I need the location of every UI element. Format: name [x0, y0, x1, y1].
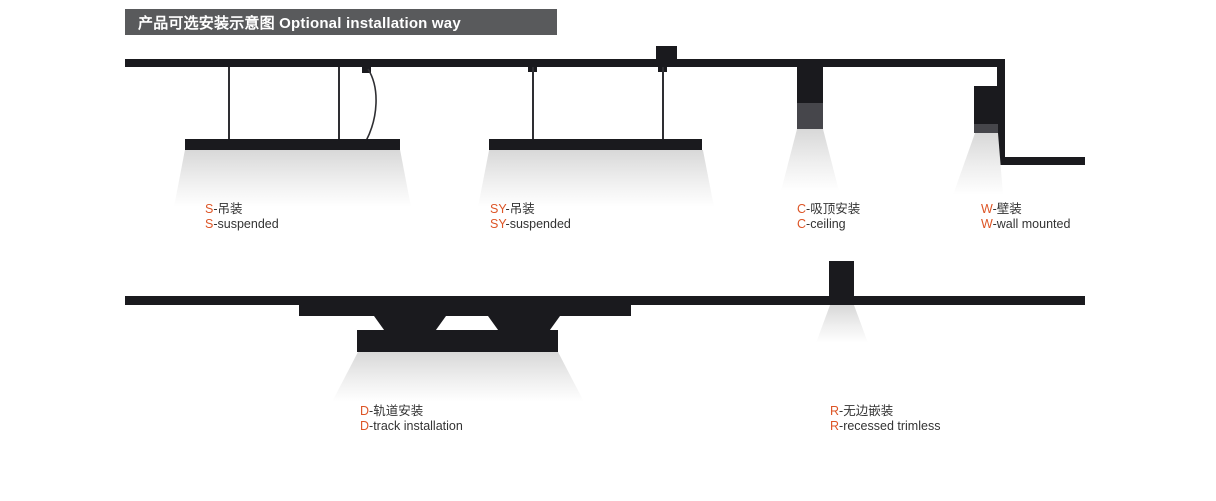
d-light-beam [332, 352, 584, 402]
label-text-en: -wall mounted [992, 217, 1071, 231]
w-fixture-body [974, 86, 998, 124]
label-text-en: -track installation [369, 419, 463, 433]
sy-wire-left [532, 67, 534, 139]
label-en: C-ceiling [797, 217, 860, 232]
d-track-adapter-right [488, 316, 560, 330]
label-text-en: -suspended [505, 217, 571, 231]
sy-junction-box [656, 46, 677, 59]
label-accent-zh: W [981, 202, 993, 216]
label-accent-en: W [981, 217, 993, 231]
page-title: 产品可选安装示意图 Optional installation way [138, 14, 461, 32]
label-en: D-track installation [360, 419, 463, 434]
label-text-zh: -无边嵌装 [839, 404, 894, 418]
d-track-adapter-left [374, 316, 446, 330]
c-fixture-lower [797, 103, 823, 129]
sy-light-bar [489, 139, 702, 150]
label-d-track: D-轨道安装 D-track installation [360, 404, 463, 434]
title-bar: 产品可选安装示意图 Optional installation way [125, 9, 557, 35]
label-accent-en: SY [490, 217, 506, 231]
label-r-recessed: R-无边嵌装 R-recessed trimless [830, 404, 940, 434]
label-text-zh: -壁装 [992, 202, 1022, 216]
label-zh: R-无边嵌装 [830, 404, 940, 419]
label-accent-en: R [830, 419, 840, 433]
label-sy-suspended: SY-吊装 SY-suspended [490, 202, 571, 232]
label-zh: D-轨道安装 [360, 404, 463, 419]
c-fixture-body [797, 67, 823, 103]
label-accent-zh: SY [490, 202, 506, 216]
label-zh: C-吸顶安装 [797, 202, 860, 217]
wall-right-shelf [1000, 157, 1085, 165]
label-accent-en: D [360, 419, 370, 433]
sy-light-beam [478, 150, 714, 207]
label-zh: W-壁装 [981, 202, 1070, 217]
label-en: R-recessed trimless [830, 419, 940, 434]
w-light-beam [953, 133, 1003, 195]
label-text-zh: -轨道安装 [369, 404, 424, 418]
sy-wire-right [662, 67, 664, 139]
ceiling-bottom [125, 296, 1085, 305]
label-w-wall-mounted: W-壁装 W-wall mounted [981, 202, 1070, 232]
label-text-en: -recessed trimless [839, 419, 941, 433]
r-light-beam [816, 305, 868, 343]
s-wire-left [228, 67, 230, 139]
wall-right-vertical [997, 59, 1005, 165]
label-text-en: -suspended [213, 217, 279, 231]
s-light-bar [185, 139, 400, 150]
d-light-bar [357, 330, 558, 352]
label-zh: SY-吊装 [490, 202, 571, 217]
c-light-beam [781, 129, 839, 191]
label-en: S-suspended [205, 217, 279, 232]
label-en: SY-suspended [490, 217, 571, 232]
label-accent-en: C [797, 217, 807, 231]
label-accent-zh: D [360, 404, 370, 418]
label-accent-en: S [205, 217, 214, 231]
s-wire-right [338, 67, 340, 139]
s-power-cable [365, 68, 377, 142]
ceiling-top [125, 59, 1005, 67]
label-s-suspended: S-吊装 S-suspended [205, 202, 279, 232]
r-fixture-body [829, 261, 854, 296]
label-accent-zh: S [205, 202, 214, 216]
label-accent-zh: C [797, 202, 807, 216]
label-zh: S-吊装 [205, 202, 279, 217]
label-text-zh: -吊装 [213, 202, 243, 216]
label-text-zh: -吊装 [505, 202, 535, 216]
label-en: W-wall mounted [981, 217, 1070, 232]
label-accent-zh: R [830, 404, 840, 418]
s-light-beam [174, 150, 411, 207]
label-text-zh: -吸顶安装 [806, 202, 861, 216]
s-power-connector [362, 67, 371, 73]
d-track-rail [299, 305, 631, 316]
label-c-ceiling: C-吸顶安装 C-ceiling [797, 202, 860, 232]
w-fixture-lower [974, 124, 998, 133]
label-text-en: -ceiling [806, 217, 846, 231]
